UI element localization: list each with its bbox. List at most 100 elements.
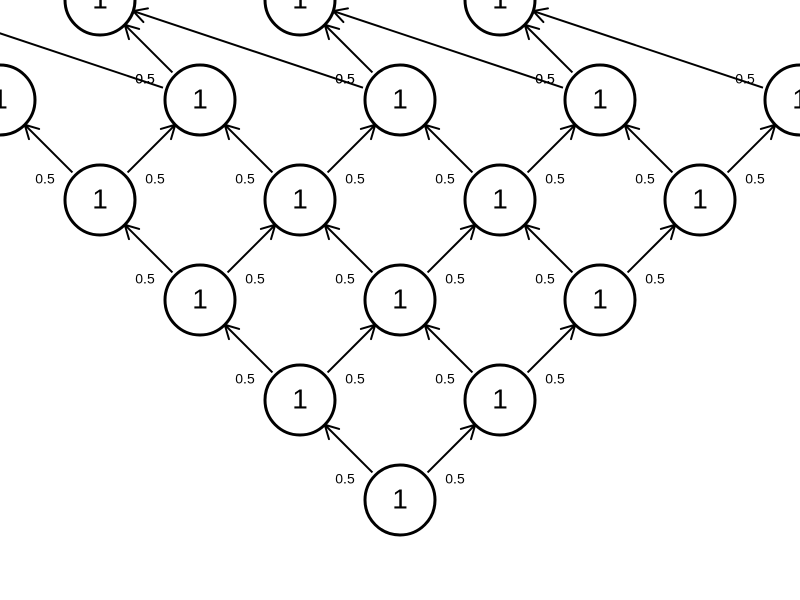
edge-line bbox=[326, 324, 376, 374]
edge-r2c2-to-r3c3: 0.5 bbox=[626, 223, 677, 287]
edge-weight-label: 0.5 bbox=[335, 471, 355, 487]
edge-line bbox=[224, 324, 274, 374]
edge-weight-label: 0.5 bbox=[35, 171, 55, 187]
edge-r2c1-to-r3c1: 0.5 bbox=[323, 223, 374, 287]
edge-r2c0-to-r3c1: 0.5 bbox=[226, 223, 277, 287]
edge-weight-label: 0.5 bbox=[135, 71, 155, 87]
node-r3c3: 1 bbox=[663, 163, 737, 237]
edge-weight-label: 0.5 bbox=[345, 371, 365, 387]
node-circle bbox=[463, 0, 537, 37]
node-circle bbox=[263, 0, 337, 37]
edge-weight-label: 0.5 bbox=[535, 271, 555, 287]
node-circle bbox=[363, 463, 437, 537]
node-label: 1 bbox=[292, 0, 308, 14]
node-circle bbox=[563, 263, 637, 337]
edge-r1c1-to-r2c1: 0.5 bbox=[423, 323, 474, 387]
edge-line bbox=[224, 124, 274, 174]
edge-weight-label: 0.5 bbox=[235, 371, 255, 387]
node-label: 1 bbox=[692, 183, 708, 214]
node-label: 1 bbox=[92, 0, 108, 14]
node-circle bbox=[263, 163, 337, 237]
node-r5c1: 1 bbox=[63, 0, 137, 37]
node-circle bbox=[463, 363, 537, 437]
edge-r3c0-to-r4c1: 0.5 bbox=[126, 123, 177, 187]
node-circle bbox=[263, 363, 337, 437]
edge-line bbox=[24, 124, 74, 174]
node-r3c0: 1 bbox=[63, 163, 137, 237]
node-circle bbox=[663, 163, 737, 237]
edge-line bbox=[424, 124, 474, 174]
edge-weight-label: 0.5 bbox=[735, 71, 755, 87]
edge-weight-label: 0.5 bbox=[345, 171, 365, 187]
node-circle bbox=[563, 63, 637, 137]
edge-weight-label: 0.5 bbox=[335, 71, 355, 87]
edge-weight-label: 0.5 bbox=[335, 71, 355, 87]
node-circle bbox=[763, 63, 800, 137]
edge-r4c2-to-r5c1: 0.5 bbox=[132, 7, 364, 89]
edge-weight-label: 0.5 bbox=[645, 271, 665, 287]
edge-r3c3-to-r4c4: 0.5 bbox=[726, 123, 777, 187]
node-r4c0: 1 bbox=[0, 63, 37, 137]
edge-weight-label: 0.5 bbox=[135, 271, 155, 287]
edge-weight-label: 0.5 bbox=[435, 171, 455, 187]
edge-weight-label: 0.5 bbox=[445, 271, 465, 287]
node-label: 1 bbox=[492, 183, 508, 214]
edge-line bbox=[532, 10, 764, 89]
edge-line bbox=[324, 224, 374, 274]
edge-line bbox=[524, 24, 574, 74]
edge-r4c4-to-r5c3: 0.5 bbox=[532, 7, 764, 89]
edge-weight-label: 0.5 bbox=[535, 71, 555, 87]
edge-line bbox=[526, 124, 576, 174]
edge-r4c1-to-r5c0: 0.5 bbox=[0, 32, 164, 89]
edge-r1c0-to-r2c1: 0.5 bbox=[326, 323, 377, 387]
edge-line bbox=[324, 24, 374, 74]
edge-weight-label: 0.5 bbox=[445, 471, 465, 487]
node-circle bbox=[63, 0, 137, 37]
node-r4c4: 1 bbox=[763, 63, 800, 137]
node-r4c3: 1 bbox=[563, 63, 637, 137]
edge-line bbox=[426, 224, 476, 274]
edge-r3c2-to-r4c3: 0.5 bbox=[526, 123, 577, 187]
node-circle bbox=[463, 163, 537, 237]
node-label: 1 bbox=[192, 283, 208, 314]
node-r5c3: 1 bbox=[463, 0, 537, 37]
edge-r3c1-to-r4c2: 0.5 bbox=[326, 123, 377, 187]
node-r1c1: 1 bbox=[463, 363, 537, 437]
node-r3c2: 1 bbox=[463, 163, 537, 237]
edge-weight-label: 0.5 bbox=[435, 371, 455, 387]
node-r0c0: 1 bbox=[363, 463, 437, 537]
node-label: 1 bbox=[92, 183, 108, 214]
edge-weight-label: 0.5 bbox=[545, 171, 565, 187]
edge-r0c0-to-r1c0: 0.5 bbox=[323, 423, 374, 487]
edge-r2c0-to-r3c0: 0.5 bbox=[123, 223, 174, 287]
node-label: 1 bbox=[592, 83, 608, 114]
edge-line bbox=[524, 224, 574, 274]
edge-line bbox=[626, 224, 676, 274]
node-label: 1 bbox=[292, 183, 308, 214]
node-label: 1 bbox=[392, 83, 408, 114]
edge-weight-label: 0.5 bbox=[535, 71, 555, 87]
edge-r2c2-to-r3c2: 0.5 bbox=[523, 223, 574, 287]
edge-line bbox=[326, 124, 376, 174]
node-circle bbox=[0, 63, 37, 137]
edge-line bbox=[124, 224, 174, 274]
edge-weight-label: 0.5 bbox=[335, 271, 355, 287]
edge-line bbox=[132, 10, 364, 89]
edge-r2c1-to-r3c2: 0.5 bbox=[426, 223, 477, 287]
edge-weight-label: 0.5 bbox=[245, 271, 265, 287]
edge-line bbox=[726, 124, 776, 174]
edge-line bbox=[332, 10, 564, 89]
edge-line bbox=[526, 324, 576, 374]
node-r2c1: 1 bbox=[363, 263, 437, 337]
node-r1c0: 1 bbox=[263, 363, 337, 437]
edge-weight-label: 0.5 bbox=[135, 71, 155, 87]
node-r4c2: 1 bbox=[363, 63, 437, 137]
edge-weight-label: 0.5 bbox=[145, 171, 165, 187]
node-label: 1 bbox=[492, 0, 508, 14]
edge-r3c3-to-r4c3: 0.5 bbox=[623, 123, 674, 187]
edge-line bbox=[624, 124, 674, 174]
node-label: 1 bbox=[292, 383, 308, 414]
nodes-layer: 1111111111111111111 bbox=[0, 0, 800, 537]
edge-weight-label: 0.5 bbox=[545, 371, 565, 387]
edge-weight-label: 0.5 bbox=[745, 171, 765, 187]
